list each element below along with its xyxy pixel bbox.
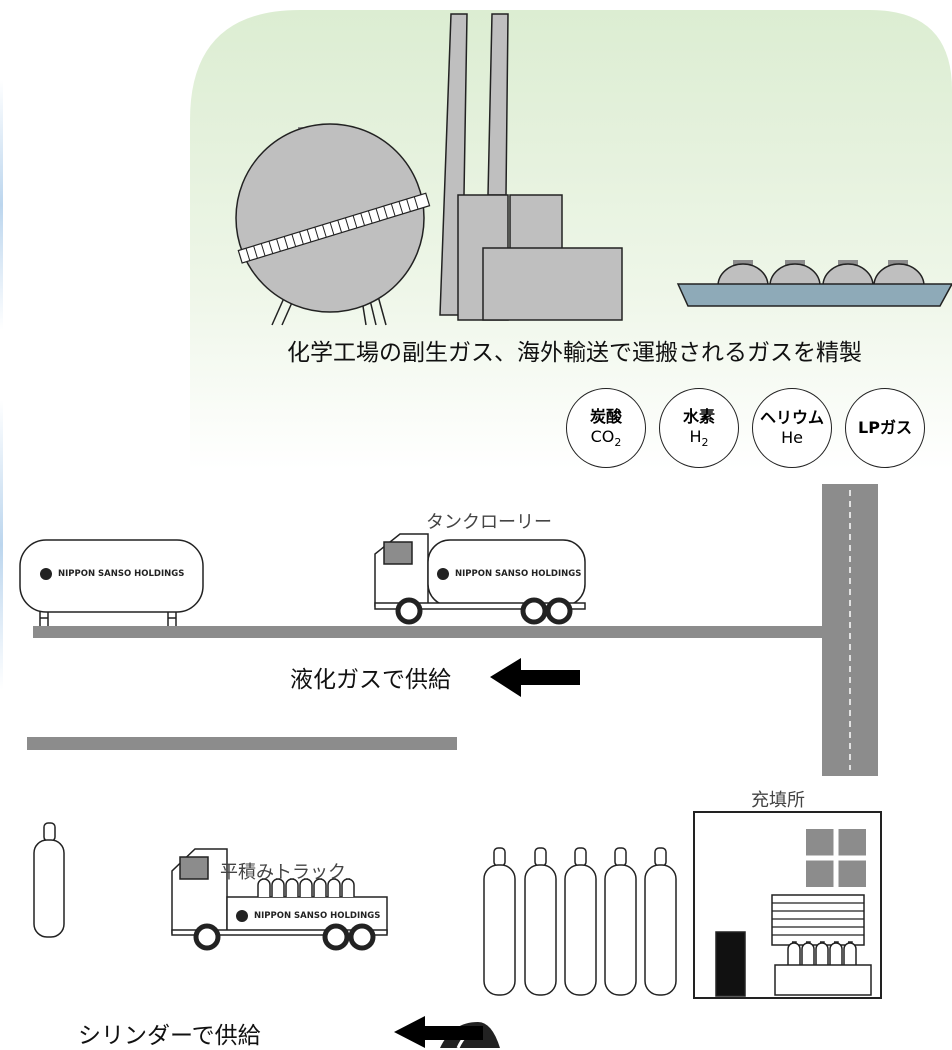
refinery-caption: 化学工場の副生ガス、海外輸送で運搬されるガスを精製 [287,340,862,366]
flatbed-truck-label: 平積みトラック [220,862,346,883]
arrow-left-liquid-icon [490,658,580,697]
left-accent-bar-bottom [0,400,3,690]
tank-lorry [374,533,586,625]
factory [439,13,623,321]
single-cylinder [33,822,65,938]
filling-station-label: 充填所 [751,790,805,811]
gas-co2-badge: 炭酸 CO2 [566,388,646,468]
refinery-area-background [190,10,952,470]
logo-globe-icon [236,910,248,922]
lng-ship [676,260,952,307]
left-accent-bar-top [0,80,3,330]
horizontal-storage-tank [19,539,204,626]
cylinder-group [483,847,677,996]
truck-logo: NIPPON SANSO HOLDINGS [236,910,380,922]
gas-helium-badge: ヘリウム He [752,388,832,468]
tank-logo: NIPPON SANSO HOLDINGS [40,568,184,580]
tank-lorry-label: タンクローリー [426,512,552,533]
filling-station-building [693,811,882,999]
gas-hydrogen-badge: 水素 H2 [659,388,739,468]
flatbed-truck [171,848,388,951]
lorry-logo: NIPPON SANSO HOLDINGS [437,568,581,580]
spherical-tank [235,123,431,326]
logo-globe-icon [437,568,449,580]
vertical-road [822,484,878,776]
liquid-supply-label: 液化ガスで供給 [290,667,451,693]
lower-road [27,737,457,750]
logo-globe-icon [40,568,52,580]
arrow-left-cylinder-icon [394,1016,483,1048]
upper-road [33,626,878,638]
cylinder-supply-label: シリンダーで供給 [78,1023,261,1049]
gas-lp-badge: LPガス [845,388,925,468]
